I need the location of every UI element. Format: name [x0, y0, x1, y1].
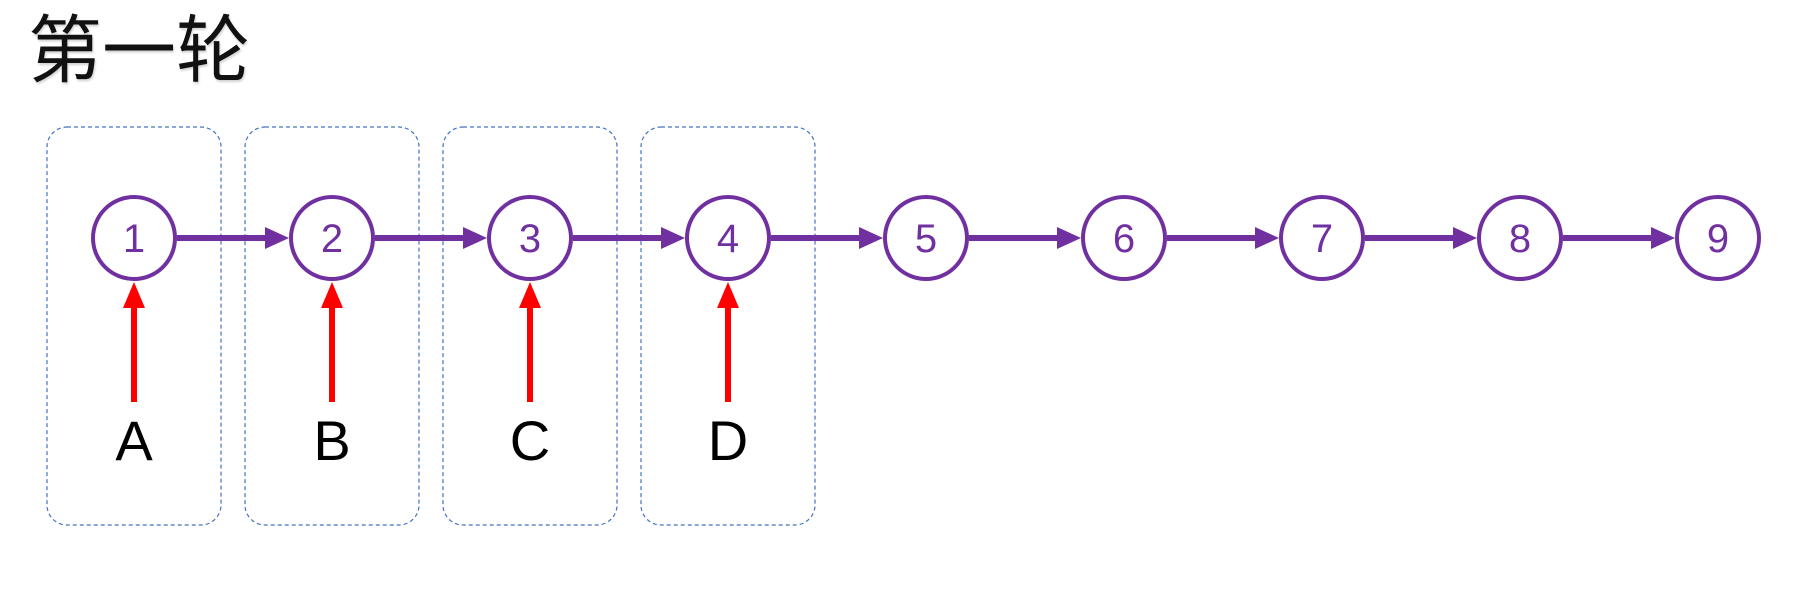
- list-edge-arrow: [177, 227, 289, 249]
- list-edge-arrow: [1365, 227, 1477, 249]
- pointer-group-box: [640, 126, 816, 526]
- list-node: 3: [487, 195, 573, 281]
- node-label: 8: [1509, 217, 1531, 261]
- node-label: 2: [321, 217, 343, 261]
- list-edges: [177, 227, 1675, 249]
- list-node: 8: [1477, 195, 1563, 281]
- node-circle: [487, 195, 573, 281]
- list-edge-arrow: [1563, 227, 1675, 249]
- node-circle: [1675, 195, 1761, 281]
- list-node: 2: [289, 195, 375, 281]
- pointer-arrow: B: [313, 282, 351, 472]
- pointer-label: D: [708, 409, 748, 472]
- pointer-label: C: [510, 409, 550, 472]
- pointer-label: B: [313, 409, 350, 472]
- node-label: 7: [1311, 217, 1333, 261]
- node-label: 3: [519, 217, 541, 261]
- list-edge-arrow: [771, 227, 883, 249]
- pointer-group-box: [244, 126, 420, 526]
- node-label: 5: [915, 217, 937, 261]
- list-node: 1: [91, 195, 177, 281]
- pointer-arrows: A B C D: [115, 282, 748, 472]
- node-label: 4: [717, 217, 739, 261]
- node-circle: [1477, 195, 1563, 281]
- list-node: 6: [1081, 195, 1167, 281]
- pointer-group-box: [442, 126, 618, 526]
- pointer-arrow: D: [708, 282, 748, 472]
- pointer-arrow: C: [510, 282, 550, 472]
- node-circle: [91, 195, 177, 281]
- node-circle: [289, 195, 375, 281]
- node-label: 9: [1707, 217, 1729, 261]
- node-label: 1: [123, 217, 145, 261]
- node-circle: [685, 195, 771, 281]
- node-circle: [1279, 195, 1365, 281]
- node-circle: [883, 195, 969, 281]
- node-label: 6: [1113, 217, 1135, 261]
- list-nodes: 1 2 3 4 5 6 7 8 9: [91, 195, 1761, 281]
- list-edge-arrow: [969, 227, 1081, 249]
- list-node: 5: [883, 195, 969, 281]
- list-edge-arrow: [1167, 227, 1279, 249]
- list-node: 4: [685, 195, 771, 281]
- node-circle: [1081, 195, 1167, 281]
- list-edge-arrow: [375, 227, 487, 249]
- list-node: 7: [1279, 195, 1365, 281]
- pointer-groups: [46, 126, 816, 526]
- pointer-arrow: A: [115, 282, 153, 472]
- pointer-label: A: [115, 409, 153, 472]
- pointer-group-box: [46, 126, 222, 526]
- list-edge-arrow: [573, 227, 685, 249]
- page-title: 第一轮: [28, 8, 250, 94]
- list-node: 9: [1675, 195, 1761, 281]
